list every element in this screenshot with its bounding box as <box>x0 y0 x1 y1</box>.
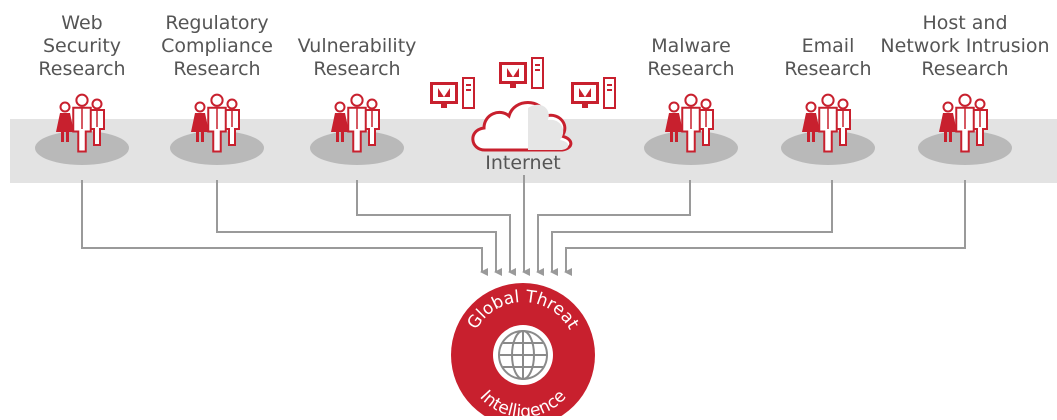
globe-icon <box>498 330 548 380</box>
label-vulnerability: Vulnerability Research <box>297 35 417 80</box>
research-group-web <box>35 93 129 165</box>
label-regulatory: Regulatory Compliance Research <box>161 12 273 80</box>
people-icon <box>56 93 105 153</box>
monitor-icon <box>499 57 544 89</box>
connector-web <box>81 180 488 276</box>
connector-malware <box>536 180 691 276</box>
global-threat-intelligence-hub: Global Threat Intelligence <box>451 283 595 420</box>
people-icon <box>665 93 714 153</box>
label-email: Email Research <box>784 35 872 80</box>
people-icon <box>939 93 988 153</box>
label-network: Host and Network Intrusion Research <box>880 12 1050 80</box>
connectors <box>81 175 966 276</box>
connector-email <box>550 180 833 276</box>
research-group-email <box>781 93 875 165</box>
research-group-vulnerability <box>310 93 404 165</box>
research-group-malware <box>644 93 738 165</box>
monitor-icon <box>571 77 616 109</box>
connector-network <box>564 180 966 276</box>
people-icon <box>331 93 380 153</box>
people-icon <box>191 93 240 153</box>
research-group-network <box>918 93 1012 165</box>
internet-cluster <box>430 57 616 152</box>
label-malware: Malware Research <box>647 35 735 80</box>
connector-vulnerability <box>356 180 516 276</box>
connector-regulatory <box>216 180 502 276</box>
research-group-regulatory <box>170 93 264 165</box>
people-icon <box>802 93 851 153</box>
internet-label: Internet <box>485 152 561 174</box>
monitor-icon <box>430 77 475 109</box>
label-web: Web Security Research <box>38 12 126 80</box>
